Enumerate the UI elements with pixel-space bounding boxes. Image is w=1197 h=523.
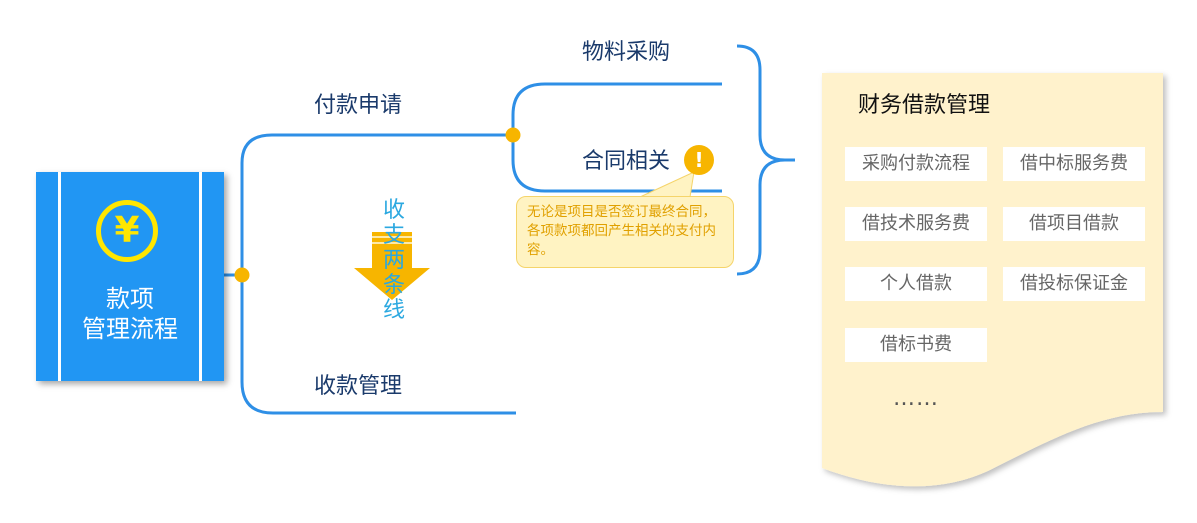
branch-line-contract [511, 135, 722, 193]
curly-brace [736, 44, 795, 276]
root-node-dot [234, 267, 250, 283]
branch-label-material-purchase: 物料采购 [582, 40, 671, 65]
yen-icon: ¥ [96, 200, 158, 262]
branch-label-payment-request: 付款申请 [314, 93, 403, 118]
payment-node-dot [505, 127, 521, 143]
note-item: 借中标服务费 [1003, 147, 1145, 181]
root-title: 款项 管理流程 [36, 284, 224, 344]
note-item: 借技术服务费 [845, 207, 987, 241]
exclamation-icon: ! [684, 145, 714, 175]
branch-line-material [511, 82, 722, 135]
vertical-char: 条 [382, 273, 405, 298]
book-spine-right [199, 172, 202, 381]
vertical-char: 收 [382, 198, 405, 223]
root-title-line2: 管理流程 [82, 315, 178, 343]
book-spine-left [58, 172, 61, 381]
arrow-stripe [372, 236, 412, 238]
note-title: 财务借款管理 [858, 93, 991, 118]
note-item: 借项目借款 [1003, 207, 1145, 241]
vertical-char: 两 [382, 248, 405, 273]
callout-note: 无论是项目是否签订最终合同，各项款项都回产生相关的支付内容。 [516, 196, 734, 268]
branch-label-contract-related: 合同相关 [582, 149, 671, 174]
vertical-char: 线 [382, 298, 405, 323]
arrow-stripe [372, 242, 412, 244]
branch-line-payment [240, 133, 513, 275]
vertical-text-income-expense: 收 支 两 条 线 [381, 198, 407, 323]
note-item: 借投标保证金 [1003, 267, 1145, 301]
branch-line-receipt [240, 275, 516, 415]
note-item: 采购付款流程 [845, 147, 987, 181]
root-node-block: ¥ 款项 管理流程 [36, 172, 224, 381]
note-ellipsis: …… [893, 386, 939, 411]
down-arrow-icon [354, 232, 430, 300]
branch-label-receipt-management: 收款管理 [314, 374, 403, 399]
note-item: 借标书费 [845, 328, 987, 362]
root-title-line1: 款项 [106, 285, 154, 313]
vertical-char: 支 [382, 223, 405, 248]
note-item: 个人借款 [845, 267, 987, 301]
